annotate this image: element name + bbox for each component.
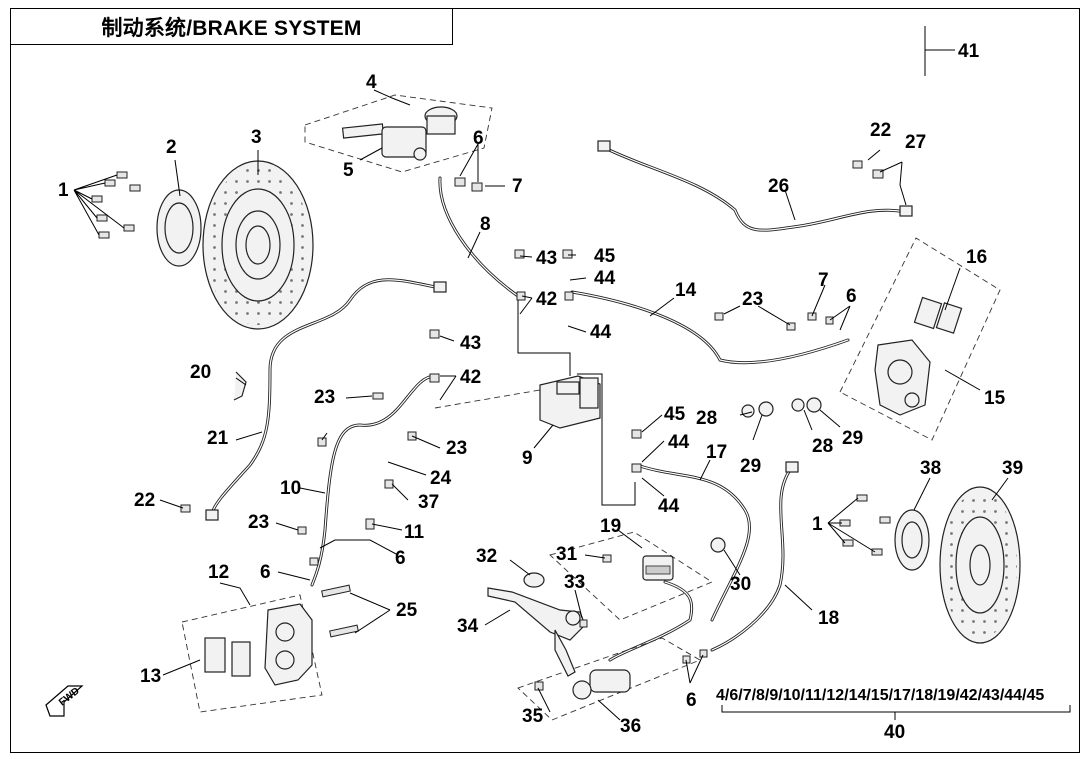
callout-43: 43 [536,248,557,269]
callout-labels: 1 2 3 4 5 6 7 8 9 10 11 12 13 14 15 16 1… [58,41,1044,743]
callout-23: 23 [314,387,335,408]
callout-6e: 6 [686,690,697,711]
front-brake-pads [204,637,251,677]
callout-22: 22 [134,490,155,511]
callout-21: 21 [207,428,229,449]
spring-clip-32 [523,572,545,588]
rear-brake-caliper [874,339,931,416]
rear-disc-carrier [894,509,930,571]
fwd-arrow-icon: FWD [45,685,84,717]
callout-16: 16 [966,247,987,268]
callout-44d: 44 [658,496,680,517]
callout-25: 25 [396,600,418,621]
disc-bolts-rear [839,494,891,556]
callout-12: 12 [208,562,229,583]
callout-43b: 43 [460,333,481,354]
callout-20: 20 [190,362,211,383]
front-master-cylinder [341,106,458,161]
callout-29b: 29 [842,428,863,449]
callout-22b: 22 [870,120,891,141]
leader-lines [73,26,1071,721]
callout-10: 10 [280,478,301,499]
callout-18: 18 [818,608,839,629]
callout-7: 7 [512,176,523,197]
callout-1: 1 [58,180,69,201]
rear-master-cylinder [572,669,631,700]
rear-brake-disc [939,486,1021,644]
callout-30: 30 [730,574,751,595]
callout-23d: 23 [742,289,763,310]
callout-39: 39 [1002,458,1023,479]
callout-23c: 23 [248,512,269,533]
callout-5: 5 [343,160,354,181]
callout-6c: 6 [395,548,406,569]
callout-28: 28 [696,408,717,429]
callout-23b: 23 [446,438,467,459]
callout-44: 44 [594,268,616,289]
callout-14: 14 [675,280,697,301]
kit-12-outline [181,594,323,713]
callout-4: 4 [366,72,377,93]
callout-15: 15 [984,388,1006,409]
drawing-frame [10,8,1080,753]
callout-34: 34 [457,616,479,637]
callout-7b: 7 [818,270,829,291]
brake-pedal [487,587,586,677]
washers-and-bolts [180,160,884,691]
front-brake-hose [438,176,520,298]
callout-2: 2 [166,137,177,158]
callout-37: 37 [418,492,439,513]
callout-36: 36 [620,716,641,737]
page-title: 制动系统/BRAKE SYSTEM [101,16,362,40]
callout-31: 31 [556,544,578,565]
callout-44c: 44 [668,432,690,453]
callout-27: 27 [905,132,926,153]
callout-38: 38 [920,458,941,479]
brake-hose-18 [710,468,792,652]
title-block: 制动系统/BRAKE SYSTEM [10,8,453,45]
callout-45: 45 [594,246,616,267]
callout-28b: 28 [812,436,833,457]
callout-35: 35 [522,706,544,727]
brake-hose-14 [570,290,850,365]
callout-42b: 42 [460,367,481,388]
callout-6: 6 [473,128,484,149]
disc-bolts-front [91,171,141,239]
callout-3: 3 [251,127,262,148]
kit-4-outline [304,94,493,173]
front-brake-disc [202,160,314,330]
callout-8: 8 [480,214,491,235]
callout-33: 33 [564,572,585,593]
callout-41: 41 [958,41,980,62]
kit-19-outline [549,531,713,621]
callout-1b: 1 [812,514,823,535]
callout-45b: 45 [664,404,686,425]
callout-44b: 44 [590,322,612,343]
callout-6b: 6 [846,286,857,307]
sensor-harness-26 [603,146,907,232]
callout-40: 40 [884,722,905,743]
front-disc-carrier [156,189,202,267]
abs-module [539,375,601,429]
callout-13: 13 [140,666,161,687]
callout-42: 42 [536,289,557,310]
callout-32: 32 [476,546,497,567]
callout-6d: 6 [260,562,271,583]
callout-17: 17 [706,442,727,463]
rear-master-outline [517,637,702,721]
kit-15-outline [839,237,1001,441]
caliper-bolt [321,584,351,598]
callout-19: 19 [600,516,621,537]
kit-contents-label: 4/6/7/8/9/10/11/12/14/15/17/18/19/42/43/… [716,687,1044,704]
callout-24: 24 [430,468,452,489]
callout-29: 29 [740,456,761,477]
rear-brake-pads [913,296,963,334]
rear-reservoir [642,555,674,581]
callout-26: 26 [768,176,789,197]
callout-11: 11 [404,522,425,543]
callout-9: 9 [522,448,533,469]
front-brake-caliper [264,603,313,686]
caliper-bolt [329,624,359,638]
